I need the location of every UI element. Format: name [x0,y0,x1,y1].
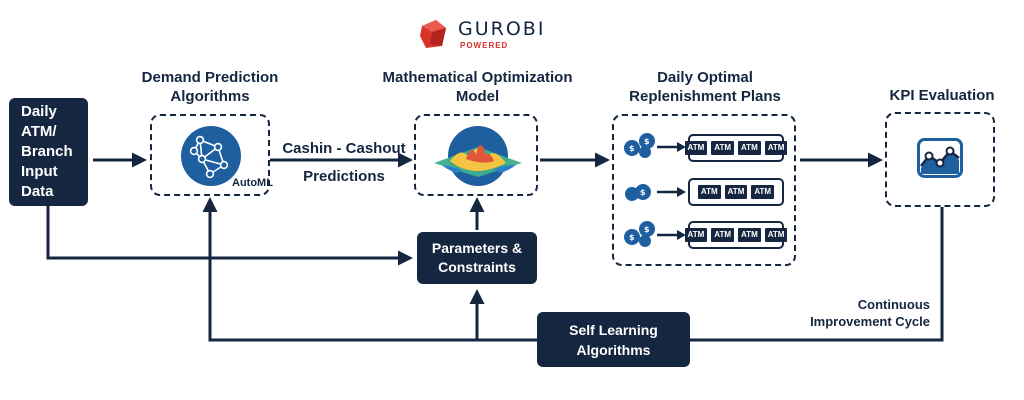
neural-network-icon [181,126,241,186]
arrow-input-to-parameters [46,205,413,266]
atm-chip: ATM [684,228,708,242]
gurobi-powered: POWERED [460,41,509,50]
money-bags-icon: $ [624,180,651,204]
atm-chip: ATM [738,141,761,155]
plan-row-2: ATM ATM ATM [688,178,784,206]
plans-title: Daily Optimal Replenishment Plans [629,69,781,105]
svg-text:$: $ [629,144,635,153]
plan-row-3: ATM ATM ATM ATM [684,221,788,249]
svg-text:$: $ [629,233,635,242]
gurobi-cube-icon [420,20,446,48]
parameters-box: Parameters & Constraints [417,232,537,284]
svg-text:$: $ [640,188,646,197]
gurobi-logo: GUROBI POWERED [418,18,548,54]
demand-title: Demand Prediction Algorithms [141,69,279,105]
automl-badge: AutoML [232,177,273,189]
arrow-selflearning-to-demand [202,197,537,342]
atm-chip: ATM [751,185,775,199]
row-arrow-icon [657,230,686,240]
svg-text:$: $ [644,137,650,146]
line-chart-icon [917,138,963,178]
line-kpi-to-selflearning [690,207,944,342]
optimization-title: Mathematical Optimization Model [382,69,573,105]
atm-chip: ATM [764,141,788,155]
svg-text:$: $ [644,225,650,234]
atm-chip: ATM [711,228,734,242]
edge-label-cashin-cashout: Cashin - Cashout [282,140,406,157]
money-bags-icon: $ $ [623,220,655,248]
plan-row-1: ATM ATM ATM ATM [684,134,788,162]
atm-chip: ATM [711,141,734,155]
money-bags-icon: $ $ [623,132,655,158]
atm-chip: ATM [738,228,761,242]
plans-box: $ $ ATM ATM ATM ATM $ ATM ATM ATM $ $ [612,114,796,266]
self-learning-box: Self Learning Algorithms [537,312,690,367]
atm-chip: ATM [684,141,708,155]
cycle-label: Continuous Improvement Cycle [810,297,930,329]
atm-chip: ATM [764,228,788,242]
row-arrow-icon [657,142,686,152]
optimization-box [414,114,538,196]
edge-label-predictions: Predictions [303,168,385,185]
surface-plot-icon [434,126,522,186]
input-data-box: Daily ATM/ Branch Input Data [9,98,88,206]
kpi-box [885,112,995,207]
gurobi-brand: GUROBI [458,18,546,40]
kpi-title: KPI Evaluation [889,87,995,104]
atm-chip: ATM [697,185,721,199]
row-arrow-icon [657,187,686,197]
atm-chip: ATM [724,185,748,199]
demand-box: AutoML [150,114,273,196]
